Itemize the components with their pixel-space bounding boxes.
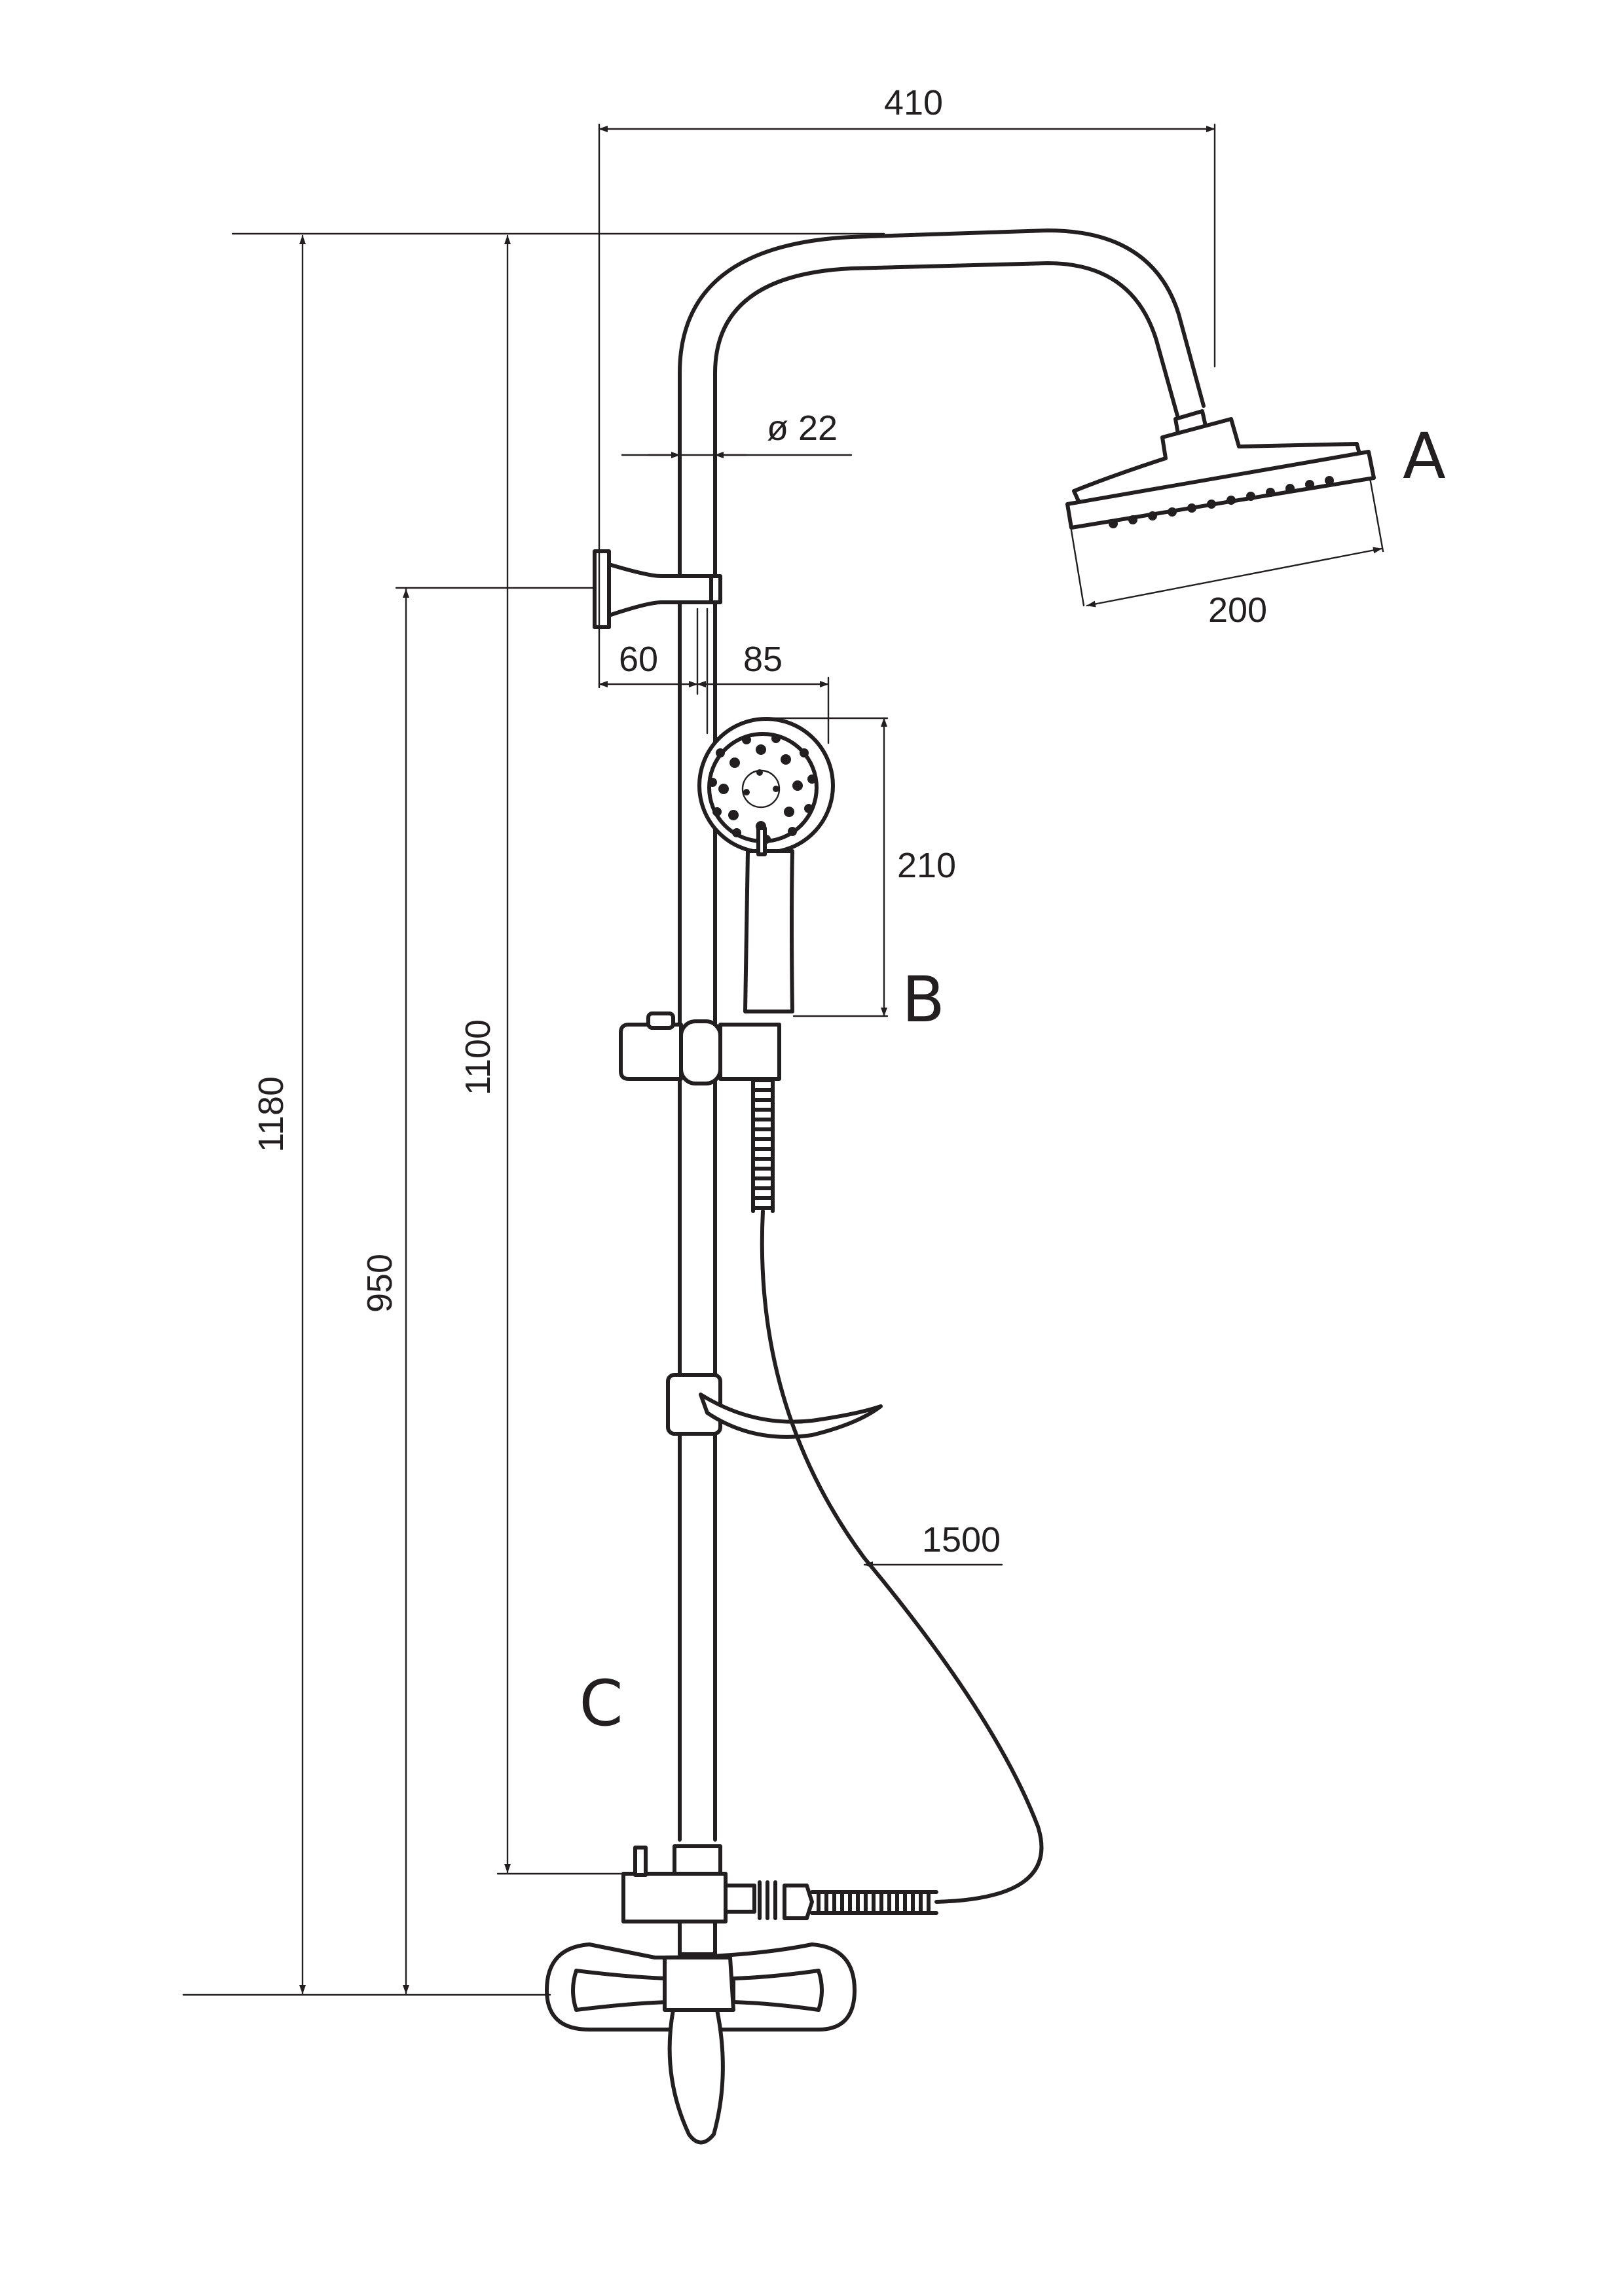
soap-dish	[666, 1373, 883, 1439]
wall-bracket	[593, 549, 722, 629]
overhead-shower-head	[1065, 409, 1376, 530]
hand-shower-nozzles	[708, 734, 817, 844]
hose-spring-edges	[751, 1078, 775, 1213]
dim-pipe-diameter: ø 22	[767, 409, 838, 448]
dim-hand-offset: 85	[743, 640, 783, 679]
label-mixer: C	[579, 1667, 623, 1740]
label-overhead-shower: A	[1403, 420, 1446, 493]
dim-width-total: 410	[884, 83, 943, 122]
dim-hose-length: 1500	[922, 1520, 1001, 1559]
dimension-texts: 410 ø 22 200 60 85 210 1180 1100 950 150…	[251, 83, 1267, 1559]
hand-shower	[697, 717, 835, 1013]
mixer-body	[545, 1942, 857, 2145]
riser-pipe-outer	[678, 228, 1206, 1842]
dimension-lines	[182, 123, 1384, 1996]
hose-spring-upper	[751, 1078, 775, 1210]
diverter-valve	[621, 1844, 938, 1956]
dim-hand-length: 210	[897, 846, 956, 885]
label-hand-shower: B	[902, 963, 945, 1036]
shower-hose	[760, 1209, 1044, 1904]
dim-height-bar: 1100	[458, 1019, 498, 1095]
head-nozzles	[1109, 476, 1334, 528]
part-labels: A B C	[579, 420, 1445, 1740]
dim-height-bracket: 950	[360, 1254, 399, 1313]
riser-pipe-inner	[713, 261, 1179, 1842]
shower-column	[545, 228, 1376, 2145]
dim-height-total: 1180	[251, 1076, 291, 1152]
dim-head-diameter: 200	[1208, 591, 1267, 630]
slide-holder	[619, 1011, 781, 1085]
dim-bracket-offset: 60	[619, 640, 658, 679]
